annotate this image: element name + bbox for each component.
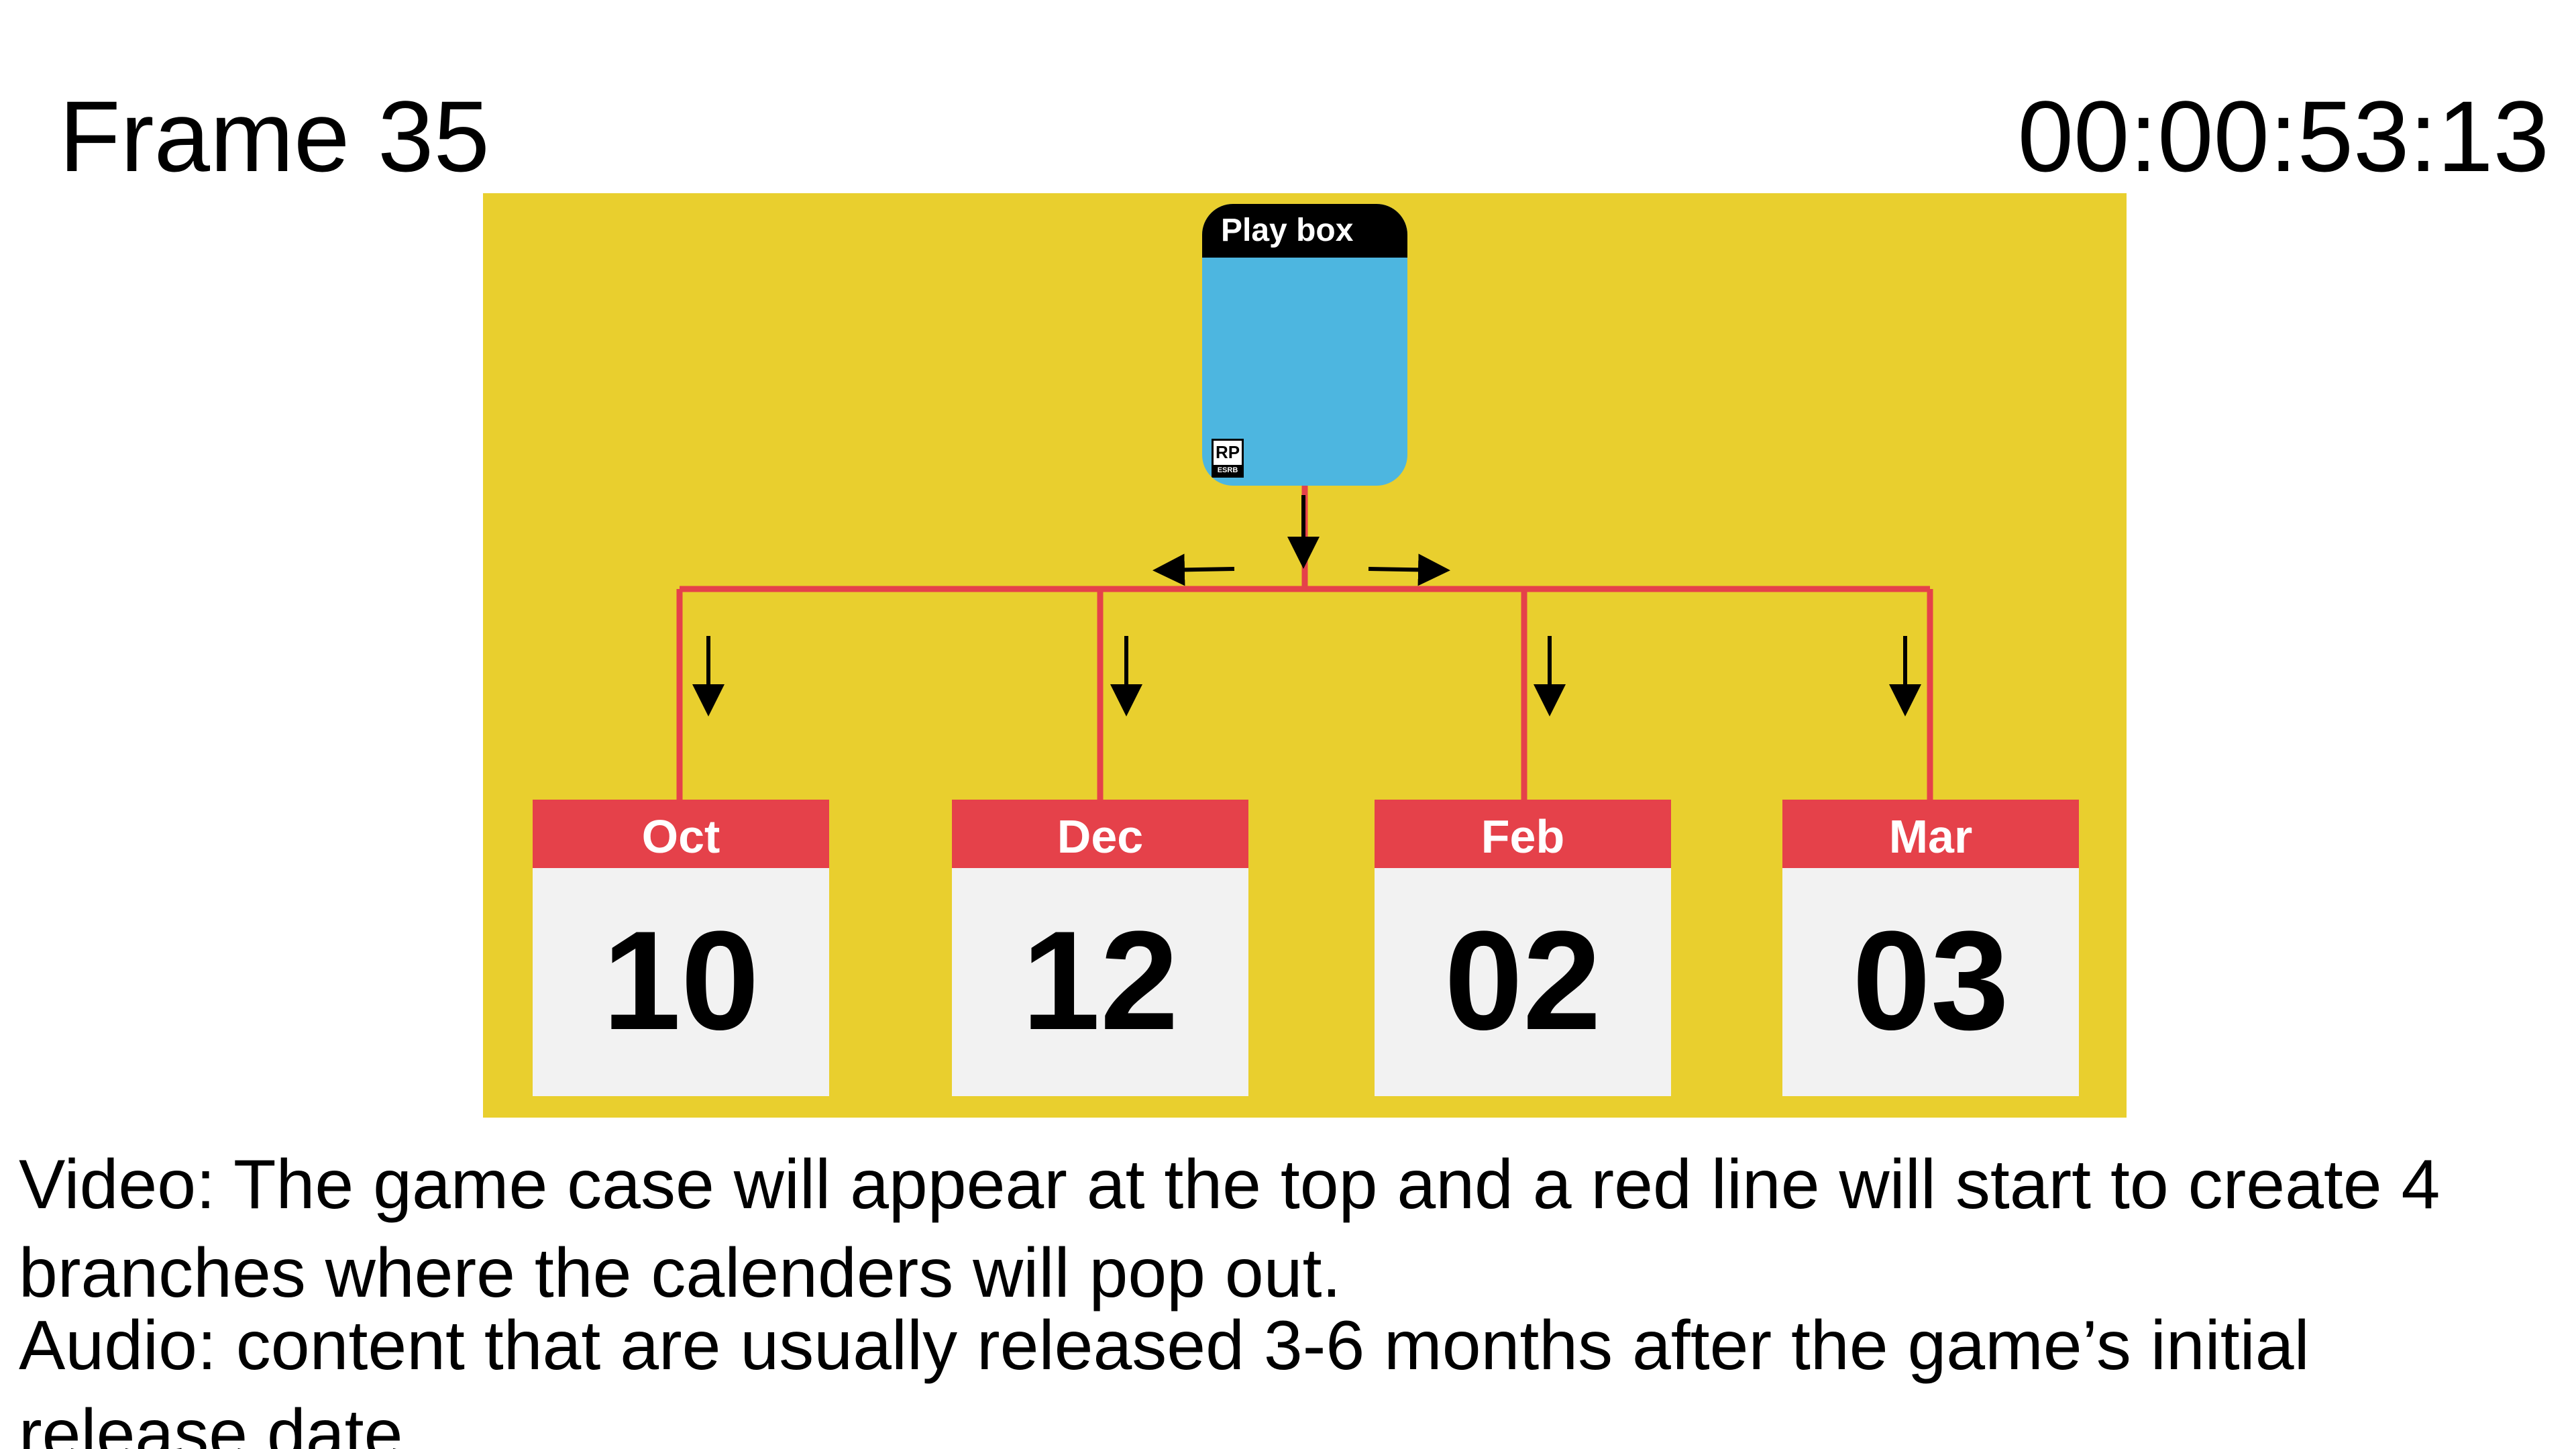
calendar-day: 02 xyxy=(1444,902,1601,1059)
frame-label: Frame 35 xyxy=(59,80,490,193)
audio-caption: Audio: content that are usually released… xyxy=(19,1307,2310,1449)
calendar-dec: Dec 12 xyxy=(952,800,1248,1096)
branch-lines xyxy=(676,486,1933,801)
rating-main-text: RP xyxy=(1215,442,1240,462)
arrow-right xyxy=(1368,553,1450,586)
calendar-day: 12 xyxy=(1022,902,1179,1059)
timecode: 00:00:53:13 xyxy=(2017,80,2549,193)
video-caption: Video: The game case will appear at the … xyxy=(19,1146,2440,1312)
calendar-feb: Feb 02 xyxy=(1375,800,1671,1096)
calendar-day: 03 xyxy=(1852,902,2009,1059)
calendar-mar: Mar 03 xyxy=(1782,800,2079,1096)
storyboard-panel: Play box RP ESRB Oct 10 Dec 12 Feb 02 Ma… xyxy=(483,193,2127,1118)
play-box-game-case: Play box RP ESRB xyxy=(1202,204,1407,486)
rating-sub-text: ESRB xyxy=(1214,465,1242,476)
calendar-month: Dec xyxy=(952,800,1248,868)
calendar-month: Mar xyxy=(1782,800,2079,868)
arrow-left xyxy=(1152,553,1235,586)
calendar-day: 10 xyxy=(602,902,759,1059)
esrb-rating-icon: RP ESRB xyxy=(1212,439,1244,478)
calendar-month: Feb xyxy=(1375,800,1671,868)
calendar-month: Oct xyxy=(533,800,829,868)
calendar-oct: Oct 10 xyxy=(533,800,829,1096)
play-box-title: Play box xyxy=(1202,204,1407,258)
